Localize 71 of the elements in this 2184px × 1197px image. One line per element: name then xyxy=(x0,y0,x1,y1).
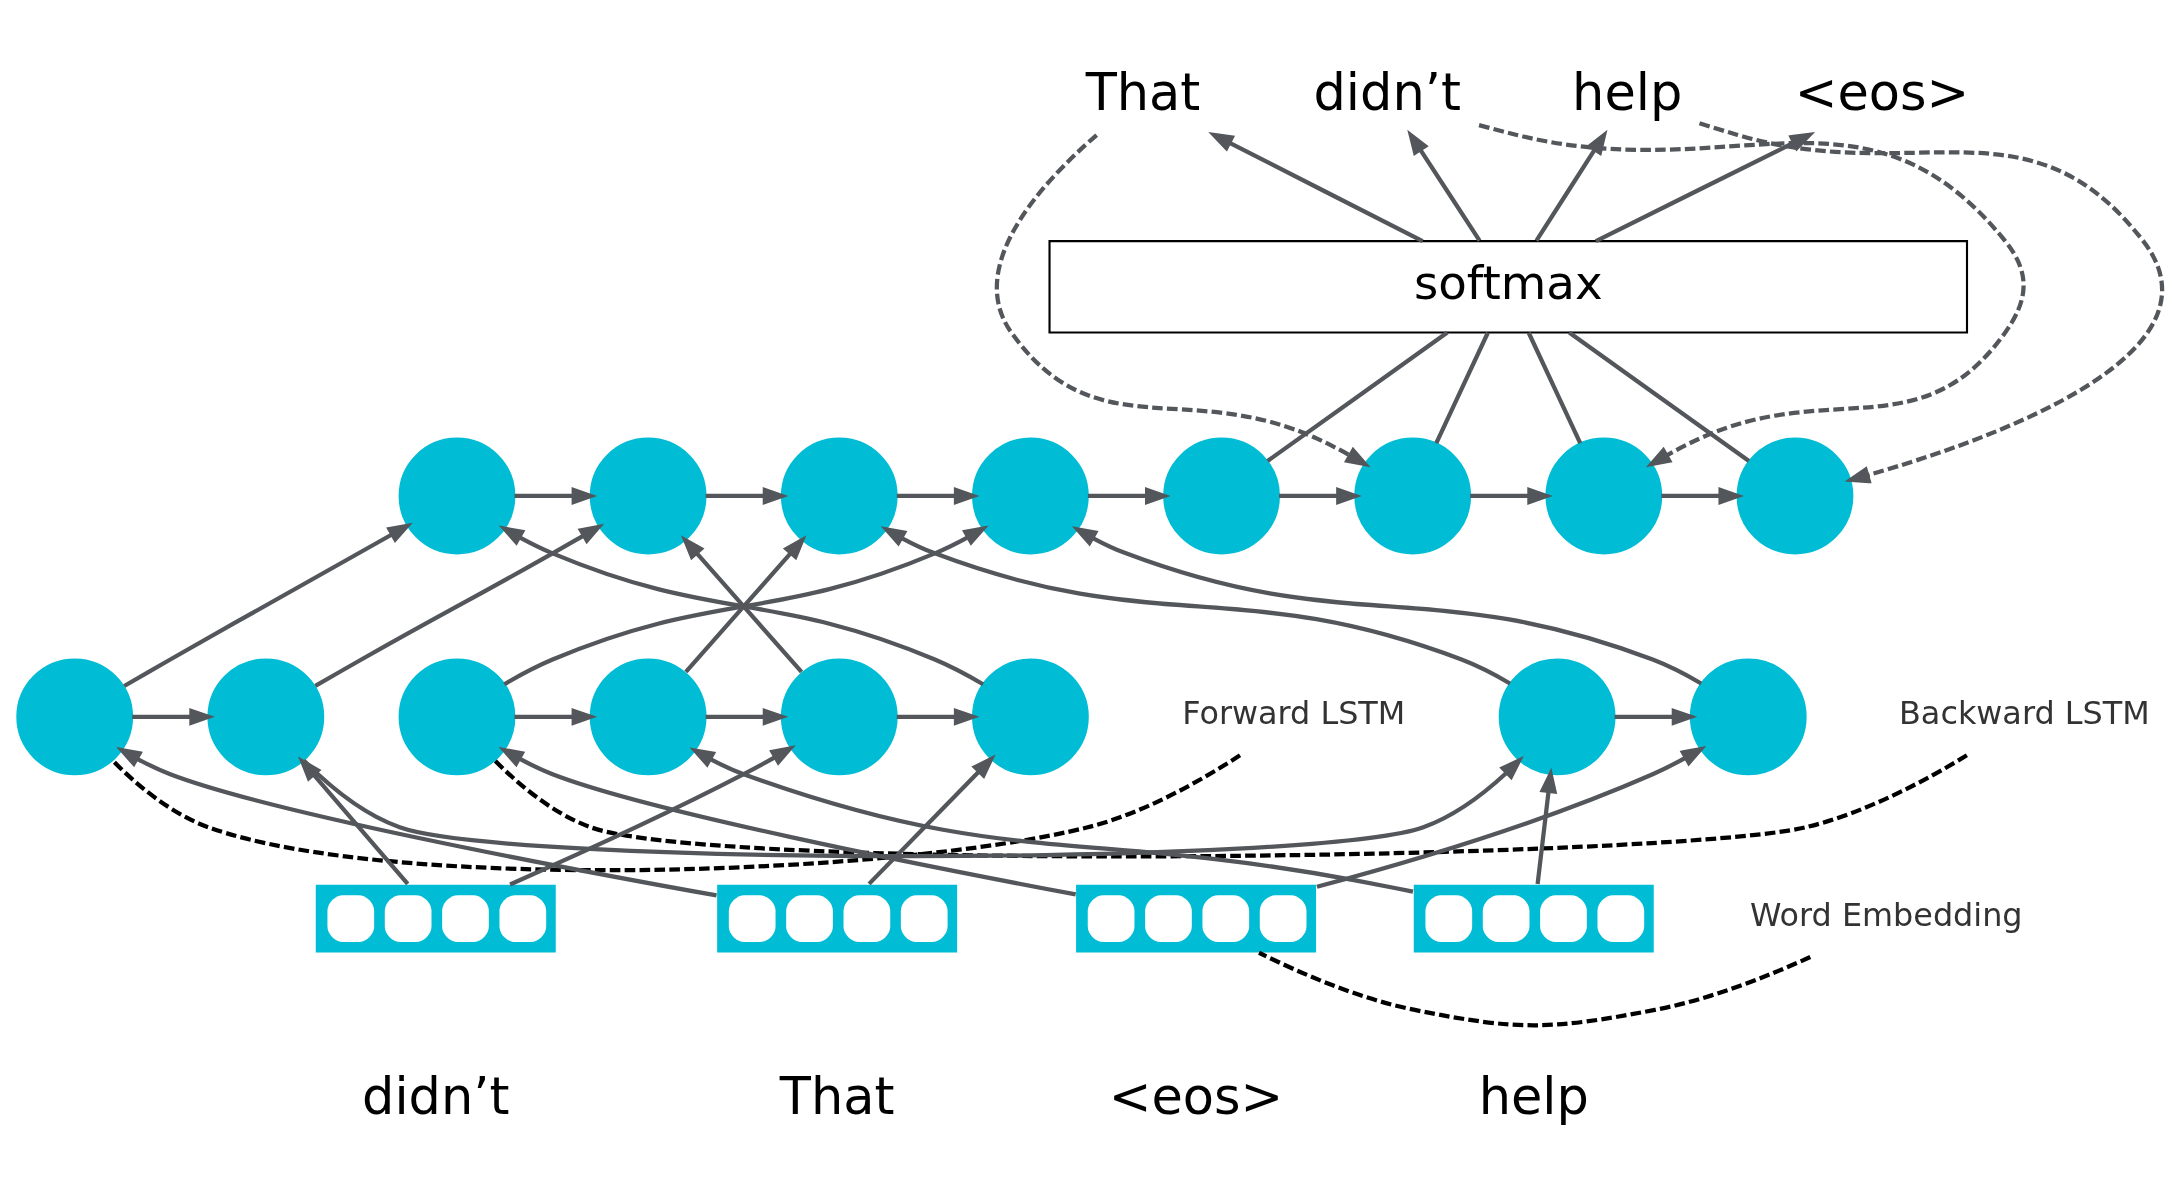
node-circle xyxy=(1736,437,1854,554)
node-circle xyxy=(398,437,516,554)
arrow xyxy=(514,707,598,726)
connector xyxy=(1266,330,1449,463)
arrow xyxy=(314,523,605,688)
node-circle xyxy=(589,437,707,554)
connector xyxy=(111,753,1242,872)
arrow xyxy=(705,486,789,505)
arrow xyxy=(880,525,1512,685)
arrow xyxy=(896,486,980,505)
arrow xyxy=(1470,486,1553,505)
arrow xyxy=(509,744,796,886)
node-circle xyxy=(1689,657,1807,775)
node-circle xyxy=(589,657,707,775)
arrow xyxy=(302,755,1524,858)
arrow xyxy=(1535,767,1558,884)
node-bar xyxy=(1413,884,1654,953)
node-text: didn’t xyxy=(1313,62,1461,122)
node-text: Backward LSTM xyxy=(1899,693,2150,732)
node-circle xyxy=(972,657,1089,775)
node-text: Word Embedding xyxy=(1750,895,2023,934)
node-box: softmax xyxy=(1048,239,1969,333)
arrow xyxy=(1316,745,1707,889)
node-text: <eos> xyxy=(1794,62,1970,122)
node-bar xyxy=(717,884,958,953)
arrow xyxy=(689,746,1414,894)
node-circle xyxy=(398,657,516,775)
arrow xyxy=(514,486,598,505)
arrow xyxy=(1661,486,1744,505)
connector xyxy=(493,752,1968,858)
arrow xyxy=(896,707,980,726)
node-bar xyxy=(315,884,556,953)
arrow xyxy=(705,707,789,726)
arrow xyxy=(498,746,1077,897)
arrow xyxy=(132,707,215,726)
node-circle xyxy=(1545,437,1663,554)
arrow xyxy=(123,522,413,688)
node-text: Forward LSTM xyxy=(1182,693,1406,732)
node-label: <eos> xyxy=(1108,1066,1284,1126)
arrow xyxy=(1614,707,1698,726)
connector xyxy=(1526,331,1583,444)
arrow xyxy=(1594,131,1816,243)
node-circle xyxy=(207,657,325,775)
connector xyxy=(1434,331,1490,444)
node-circle xyxy=(780,437,898,554)
node-text: help xyxy=(1572,62,1683,122)
arrow xyxy=(1279,486,1362,505)
arrow xyxy=(1534,129,1608,242)
node-label: help xyxy=(1478,1066,1589,1126)
arrow xyxy=(1407,129,1482,242)
node-circle xyxy=(1354,437,1472,554)
arrow xyxy=(298,755,410,885)
node-circle xyxy=(780,657,898,775)
node-circle xyxy=(1163,437,1280,554)
arrow xyxy=(1208,131,1424,243)
connector xyxy=(1568,330,1751,463)
connector xyxy=(1258,950,1812,1027)
arrow xyxy=(116,746,717,898)
arrow xyxy=(867,754,996,885)
node-bar xyxy=(1076,884,1317,953)
node-label: That xyxy=(779,1066,895,1126)
node-text: That xyxy=(1085,62,1201,122)
arrow xyxy=(1698,120,2164,483)
node-circle xyxy=(16,657,134,775)
arrow xyxy=(1478,122,2026,467)
node-label: didn’t xyxy=(362,1066,510,1126)
arrow xyxy=(995,133,1371,467)
arrow xyxy=(1087,486,1171,505)
node-circle xyxy=(1498,657,1616,775)
arrow xyxy=(1071,525,1703,685)
node-circle xyxy=(972,437,1089,554)
